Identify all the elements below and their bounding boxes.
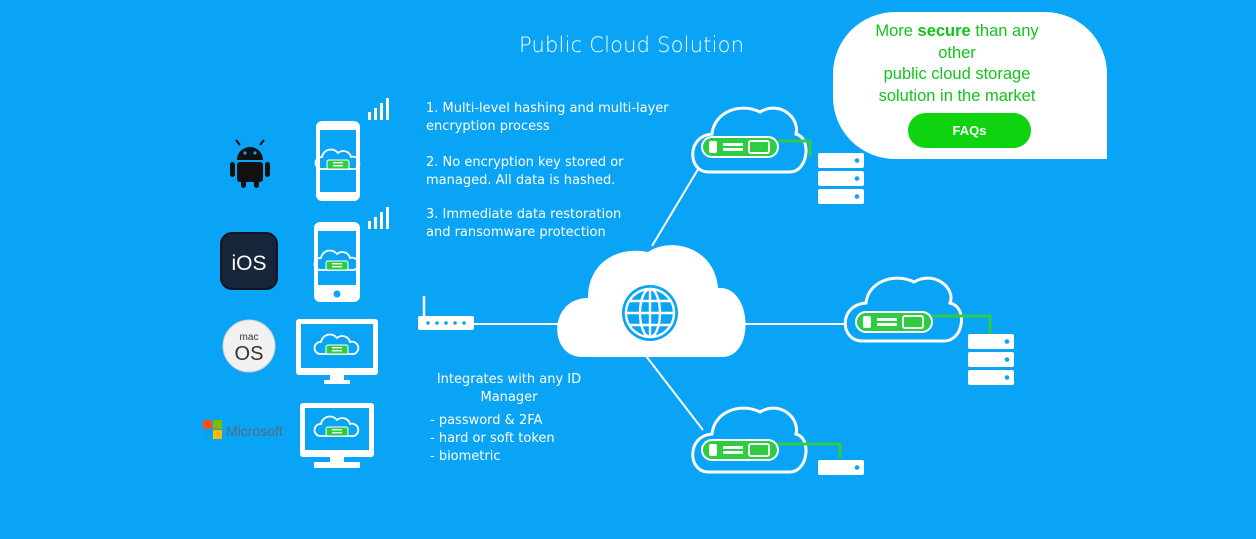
monitor-device-mac (296, 319, 378, 384)
ios-icon: iOS (220, 232, 278, 290)
id-manager-list: - password & 2FA - hard or soft token - … (430, 412, 555, 466)
central-cloud-icon (557, 245, 746, 357)
microsoft-icon: Microsoft (203, 420, 283, 439)
macos-small-label: mac (240, 332, 259, 343)
connection-lines (472, 160, 845, 431)
storage-node-bottom (691, 406, 864, 475)
phone-device-1 (314, 121, 361, 201)
id-manager-heading: Integrates with any ID Manager (436, 372, 582, 405)
macos-big-label: OS (235, 343, 264, 365)
id-item-biometric: - biometric (430, 449, 501, 464)
monitor-device-windows (300, 403, 374, 468)
phone-device-2 (313, 222, 360, 302)
ios-label: iOS (231, 252, 266, 275)
storage-node-top (691, 106, 864, 204)
macos-icon: mac OS (222, 319, 276, 373)
android-icon (230, 139, 270, 188)
id-item-password: - password & 2FA (430, 413, 543, 428)
microsoft-label: Microsoft (226, 423, 283, 439)
id-item-token: - hard or soft token (430, 431, 555, 446)
promo-text: More secure than any other public cloud … (875, 22, 1039, 105)
router-icon (418, 296, 474, 330)
storage-node-middle (843, 276, 1014, 385)
promo-card: More secure than any other public cloud … (833, 12, 1107, 159)
signal-icon-1 (368, 98, 389, 120)
signal-icon-2 (368, 207, 389, 229)
faqs-button[interactable]: FAQs (908, 113, 1031, 148)
